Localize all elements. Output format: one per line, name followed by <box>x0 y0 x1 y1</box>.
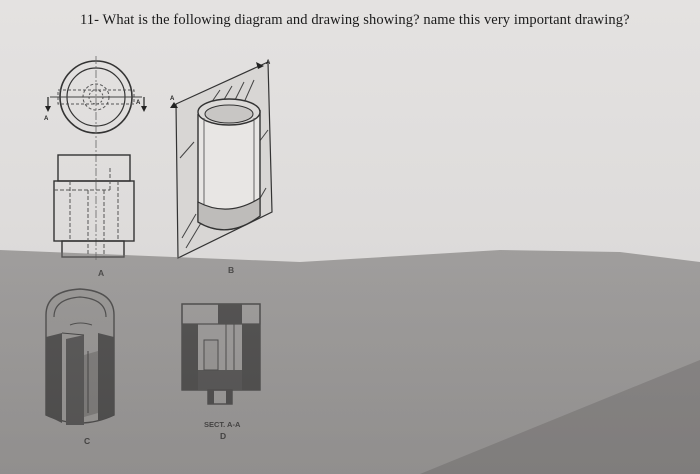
figure-b-cut-mark-top: A <box>266 60 271 66</box>
figure-b-cut-mark-left: A <box>170 96 175 102</box>
figure-a-orthographic <box>45 56 147 260</box>
figure-d-section-view <box>181 303 261 405</box>
figure-a-label: A <box>98 268 105 278</box>
figure-d-section-title: SECT. A-A <box>204 420 241 429</box>
question-text: 11- What is the following diagram and dr… <box>80 12 630 28</box>
figure-a-cut-mark-left: A <box>44 116 49 122</box>
figure-b-cutting-plane <box>170 61 273 259</box>
figure-d-label: D <box>220 431 227 441</box>
figure-b-label: B <box>228 265 235 275</box>
figure-a-cut-mark-right: A <box>136 100 141 106</box>
figure-c-label: C <box>84 436 91 446</box>
figure-c-pictorial-section <box>45 288 115 425</box>
